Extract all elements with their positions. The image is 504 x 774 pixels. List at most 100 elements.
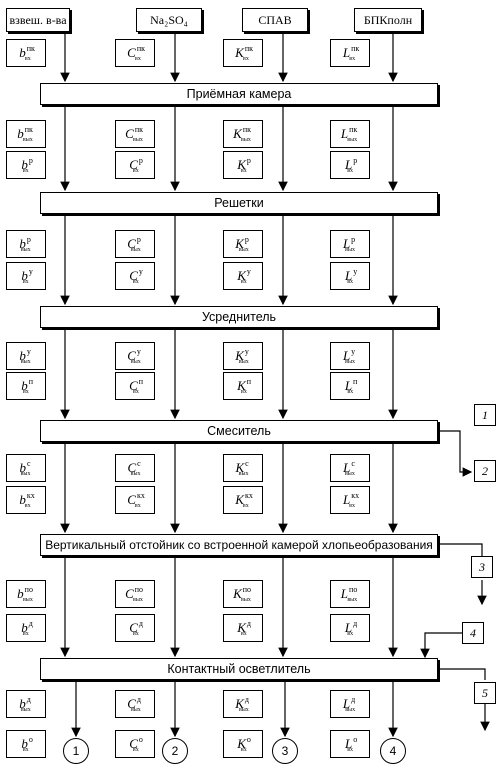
param-symbol: bпвх xyxy=(21,377,33,395)
side-number-1: 1 xyxy=(474,404,496,426)
param-symbol: bпквых xyxy=(17,125,33,143)
param-symbol: Kовх xyxy=(237,735,251,753)
param-cell-6-4: Lувых xyxy=(330,342,370,370)
param-symbol: Lовх xyxy=(344,735,358,753)
param-cell-9-3: Kкхвх xyxy=(223,486,263,514)
param-symbol: Cпквых xyxy=(125,125,143,143)
param-subscript: вх xyxy=(132,747,139,753)
stage-screens: Решетки xyxy=(40,192,438,214)
param-subscript: вх xyxy=(132,279,139,285)
param-subscript: вх xyxy=(347,747,354,753)
stage-contact-clarifier: Контактный осветлитель xyxy=(40,658,438,680)
param-symbol: Cрвх xyxy=(129,156,143,174)
param-superscript: по xyxy=(349,585,358,594)
param-subscript: вых xyxy=(133,597,143,603)
param-symbol: bсвых xyxy=(19,459,31,477)
param-superscript: по xyxy=(24,585,33,594)
param-cell-1-4: Lпквх xyxy=(330,39,370,67)
param-superscript: у xyxy=(28,267,33,276)
param-cell-3-1: bрвх xyxy=(6,151,46,179)
header-sodium-sulfate: Na₂SO₄ xyxy=(136,8,202,32)
param-cell-3-2: Cрвх xyxy=(115,151,155,179)
param-subscript: вых xyxy=(20,471,31,477)
param-subscript: вых xyxy=(130,359,141,365)
param-superscript: д xyxy=(28,619,33,628)
param-symbol: bрвх xyxy=(21,156,33,174)
header-surfactants: СПАВ xyxy=(242,8,308,32)
param-superscript: р xyxy=(26,235,31,244)
param-cell-8-2: Cсвых xyxy=(115,454,155,482)
param-superscript: по xyxy=(134,585,144,594)
param-subscript: вх xyxy=(347,168,354,174)
param-superscript: р xyxy=(138,156,143,165)
param-superscript: кх xyxy=(26,491,35,500)
param-superscript: р xyxy=(244,235,249,244)
param-subscript: вх xyxy=(349,56,356,62)
stage-mixer: Смеситель xyxy=(40,420,438,442)
param-symbol: bрвых xyxy=(19,235,31,253)
param-cell-13-3: Kовх xyxy=(223,730,263,758)
param-cell-13-4: Lовх xyxy=(330,730,370,758)
param-cell-13-1: bовх xyxy=(6,730,46,758)
param-superscript: р xyxy=(351,235,356,244)
param-subscript: вх xyxy=(347,631,354,637)
param-subscript: вх xyxy=(22,389,29,395)
param-superscript: р xyxy=(246,156,251,165)
param-superscript: у xyxy=(353,267,358,276)
param-superscript: о xyxy=(353,735,358,744)
param-subscript: вых xyxy=(20,707,31,713)
param-superscript: д xyxy=(244,695,249,704)
param-symbol: Cпвх xyxy=(129,377,144,395)
param-superscript: кх xyxy=(136,491,145,500)
output-circle-2: 2 xyxy=(162,738,188,764)
param-subscript: вых xyxy=(130,707,141,713)
param-symbol: Kпквых xyxy=(233,125,251,143)
param-cell-5-4: Lувх xyxy=(330,262,370,290)
param-cell-7-1: bпвх xyxy=(6,372,46,400)
param-subscript: вых xyxy=(345,359,356,365)
param-superscript: у xyxy=(26,347,31,356)
param-superscript: п xyxy=(246,377,252,386)
stage-vertical-settler: Вертикальный отстойник со встроенной кам… xyxy=(40,534,438,556)
param-symbol: bдвых xyxy=(19,695,31,713)
param-subscript: вх xyxy=(132,168,139,174)
param-superscript: у xyxy=(246,267,251,276)
param-symbol: bдвх xyxy=(21,619,33,637)
param-symbol: Cувх xyxy=(129,267,143,285)
param-superscript: п xyxy=(138,377,144,386)
param-symbol: Lувх xyxy=(344,267,358,285)
param-superscript: у xyxy=(138,267,143,276)
param-symbol: Kдвх xyxy=(237,619,251,637)
param-subscript: вх xyxy=(241,389,247,395)
param-superscript: кх xyxy=(351,491,360,500)
param-subscript: вх xyxy=(349,503,355,509)
param-symbol: bпквх xyxy=(19,44,35,62)
param-symbol: bувых xyxy=(19,347,31,365)
param-cell-10-3: Kповых xyxy=(223,580,263,608)
param-symbol: Cовх xyxy=(129,735,143,753)
side-number-3: 3 xyxy=(471,556,493,578)
param-cell-10-2: Cповых xyxy=(115,580,155,608)
param-subscript: вых xyxy=(241,597,251,603)
param-cell-10-4: Lповых xyxy=(330,580,370,608)
param-subscript: вых xyxy=(22,137,33,143)
param-superscript: пк xyxy=(242,125,251,134)
param-cell-1-3: Kпквх xyxy=(223,39,263,67)
param-cell-2-4: Lпквых xyxy=(330,120,370,148)
param-superscript: с xyxy=(27,459,31,468)
side-number-2: 2 xyxy=(474,460,496,482)
param-subscript: вх xyxy=(347,389,354,395)
param-superscript: о xyxy=(246,735,251,744)
param-subscript: вых xyxy=(132,137,143,143)
param-superscript: у xyxy=(244,347,249,356)
param-superscript: р xyxy=(353,156,358,165)
param-subscript: вх xyxy=(22,747,29,753)
param-subscript: вх xyxy=(133,389,139,395)
param-cell-1-2: Cпквх xyxy=(115,39,155,67)
param-subscript: вх xyxy=(240,631,247,637)
param-cell-9-2: Cкхвх xyxy=(115,486,155,514)
param-subscript: вых xyxy=(20,247,31,253)
param-symbol: bкхвх xyxy=(19,491,35,509)
param-cell-12-2: Cдвых xyxy=(115,690,155,718)
param-symbol: Lувых xyxy=(342,347,356,365)
